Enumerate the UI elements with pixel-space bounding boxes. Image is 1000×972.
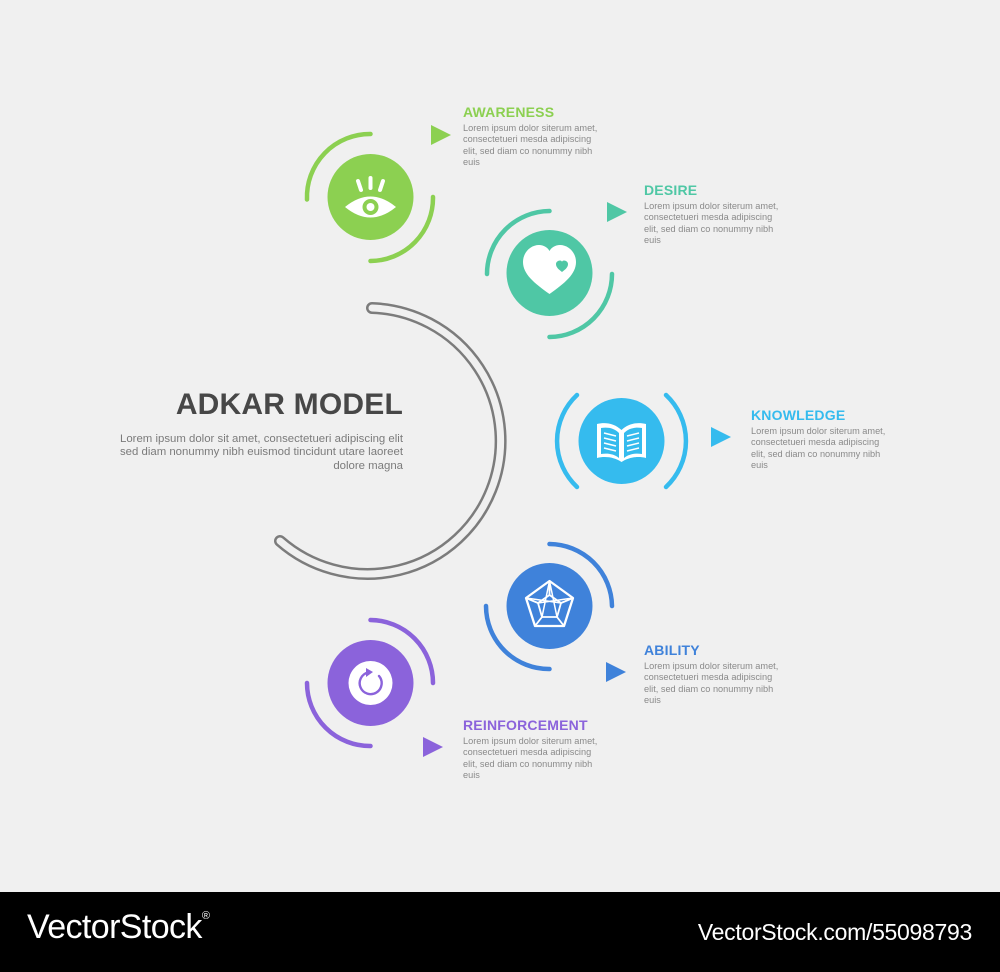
step-reinforcement: REINFORCEMENT Lorem ipsum dolor siterum … <box>463 717 603 782</box>
desire-ring-arc-right <box>547 271 615 340</box>
brand-name: VectorStock <box>27 908 202 946</box>
desire-ring-arc-left <box>484 208 552 277</box>
desire-node <box>484 202 627 340</box>
step-ability: ABILITY Lorem ipsum dolor siterum amet, … <box>644 642 784 707</box>
step-title: REINFORCEMENT <box>463 717 588 733</box>
adkar-diagram <box>274 125 731 757</box>
refresh-icon <box>358 668 383 696</box>
infographic-canvas: ADKAR MODEL Lorem ipsum dolor sit amet, … <box>119 104 891 782</box>
heart-icon <box>523 245 576 294</box>
ability-node <box>483 541 626 682</box>
registered-mark: ® <box>201 910 210 922</box>
step-description: Lorem ipsum dolor siterum amet, consecte… <box>644 661 779 706</box>
step-title: KNOWLEDGE <box>751 407 846 423</box>
ability-circle <box>506 563 593 649</box>
reinforcement-ring-arc-left <box>304 680 373 749</box>
eye-icon <box>345 176 396 218</box>
knowledge-ring-arc-left <box>554 392 580 490</box>
step-description: Lorem ipsum dolor siterum amet, consecte… <box>644 201 779 246</box>
step-description: Lorem ipsum dolor siterum amet, consecte… <box>751 426 886 471</box>
step-title: AWARENESS <box>463 104 555 120</box>
awareness-arrow <box>431 125 451 145</box>
reinforcement-arrow <box>423 737 443 757</box>
awareness-node <box>304 125 451 264</box>
step-knowledge: KNOWLEDGE Lorem ipsum dolor siterum amet… <box>751 407 891 472</box>
knowledge-arrow <box>711 427 731 447</box>
knowledge-ring-arc-right <box>663 392 689 490</box>
page-description: Lorem ipsum dolor sit amet, consectetuer… <box>119 433 403 472</box>
vectorstock-logo[interactable]: VectorStock® <box>27 908 210 947</box>
reinforcement-node <box>304 617 443 757</box>
knowledge-node <box>554 392 731 490</box>
step-awareness: AWARENESS Lorem ipsum dolor siterum amet… <box>463 104 603 169</box>
image-credit: VectorStock.com/55098793 <box>697 919 972 945</box>
step-description: Lorem ipsum dolor siterum amet, consecte… <box>463 123 598 168</box>
awareness-ring-arc-left <box>304 131 373 202</box>
step-title: DESIRE <box>644 182 698 198</box>
desire-arrow <box>607 202 627 222</box>
step-desire: DESIRE Lorem ipsum dolor siterum amet, c… <box>644 182 784 247</box>
book-icon <box>597 423 646 462</box>
ability-ring-arc-left <box>483 603 552 672</box>
step-description: Lorem ipsum dolor siterum amet, consecte… <box>463 736 598 781</box>
ability-ring-arc-right <box>547 541 615 609</box>
ability-arrow <box>606 662 626 682</box>
step-title: ABILITY <box>644 642 700 658</box>
pentagon-web-icon <box>524 579 575 628</box>
page-title: ADKAR MODEL <box>175 388 403 421</box>
awareness-ring-arc-right <box>368 194 436 264</box>
reinforcement-ring-arc-right <box>368 617 436 686</box>
watermark-footer: VectorStock® VectorStock.com/55098793 <box>0 892 1000 972</box>
central-arc-inner <box>276 304 505 578</box>
reinforcement-inner-disc <box>348 661 393 705</box>
